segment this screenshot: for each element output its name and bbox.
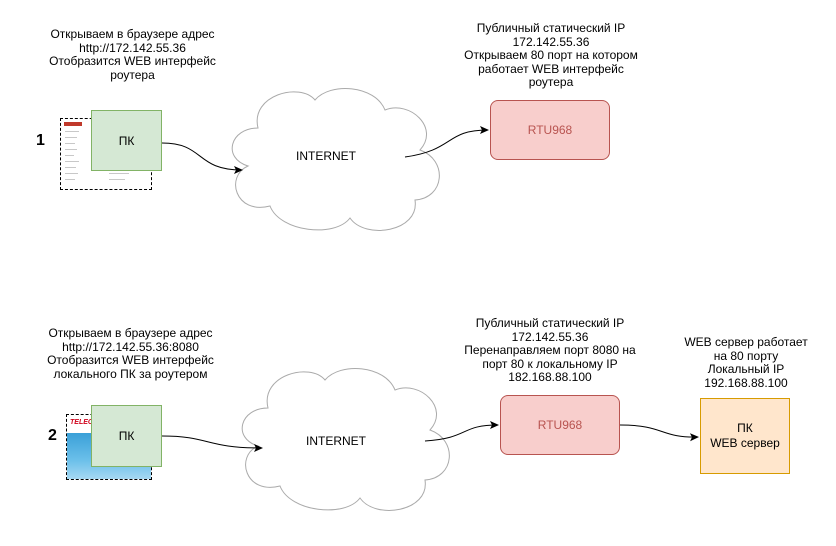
router-note: Публичный статический IP 172.142.55.36 О… <box>456 21 646 90</box>
client-note: Открываем в браузере адрес http://172.14… <box>38 326 223 381</box>
thumbnail-logo: TELEOFIS <box>70 419 105 426</box>
note-line: 192.168.88.100 <box>704 375 788 390</box>
router-node: RTU968 <box>500 395 620 455</box>
note-line: http://172.142.55.36 <box>79 40 186 55</box>
note-line: http://172.142.55.36:8080 <box>62 339 199 354</box>
note-line: Локальный IP <box>707 362 785 376</box>
note-line: 182.168.88.100 <box>508 370 592 384</box>
pc-node: ПК <box>91 405 162 467</box>
connector-internet-router <box>424 421 499 442</box>
server-label: WEB сервер <box>710 436 780 450</box>
connector-pc-internet <box>161 435 263 452</box>
note-line: роутера <box>110 67 155 82</box>
server-note: WEB сервер работает на 80 порту Локальны… <box>676 335 816 390</box>
note-line: Перенаправляем порт 8080 на <box>464 343 636 357</box>
router-node: RTU968 <box>490 100 610 160</box>
note-line: роутера <box>528 75 574 89</box>
internet-cloud <box>241 368 450 511</box>
note-line: работает WEB интерфейс <box>478 61 624 76</box>
note-line: порт 80 к локальному IP <box>482 356 618 371</box>
note-line: WEB сервер работает <box>684 335 808 349</box>
router-label: RTU968 <box>527 123 573 137</box>
connector-internet-router <box>404 126 489 158</box>
client-note: Открываем в браузере адрес http://172.14… <box>40 27 225 82</box>
note-line: локального ПК за роутером <box>53 366 208 381</box>
note-line: 172.142.55.36 <box>511 329 589 344</box>
internet-label: INTERNET <box>306 434 366 448</box>
note-line: Публичный статический IP <box>475 316 625 330</box>
pc-node: ПК <box>91 110 162 171</box>
router-label: RTU968 <box>537 418 583 432</box>
note-line: Отобразится WEB интерфейс <box>49 54 216 68</box>
scenario-number: 2 <box>48 427 57 444</box>
internet-label: INTERNET <box>296 149 356 163</box>
pc-label: ПК <box>118 429 135 443</box>
router-note: Публичный статический IP 172.142.55.36 П… <box>460 316 640 385</box>
note-line: Открываем в браузере адрес <box>50 27 215 41</box>
note-line: Открываем в браузере адрес <box>48 326 213 340</box>
internet-cloud <box>231 88 440 231</box>
note-line: 172.142.55.36 <box>512 34 590 49</box>
pc-label: ПК <box>118 133 135 148</box>
scenario-number: 1 <box>36 132 45 149</box>
connector-router-server <box>619 424 699 442</box>
server-label: ПК <box>737 421 753 435</box>
note-line: Открываем 80 порт на котором <box>464 48 638 62</box>
connector-pc-internet <box>161 142 243 174</box>
web-server-node: ПК WEB сервер <box>700 398 790 474</box>
thumbnail-logo <box>64 122 82 126</box>
note-line: Публичный статический IP <box>476 21 626 35</box>
note-line: Отобразится WEB интерфейс <box>47 353 214 367</box>
note-line: на 80 порту <box>713 348 779 363</box>
